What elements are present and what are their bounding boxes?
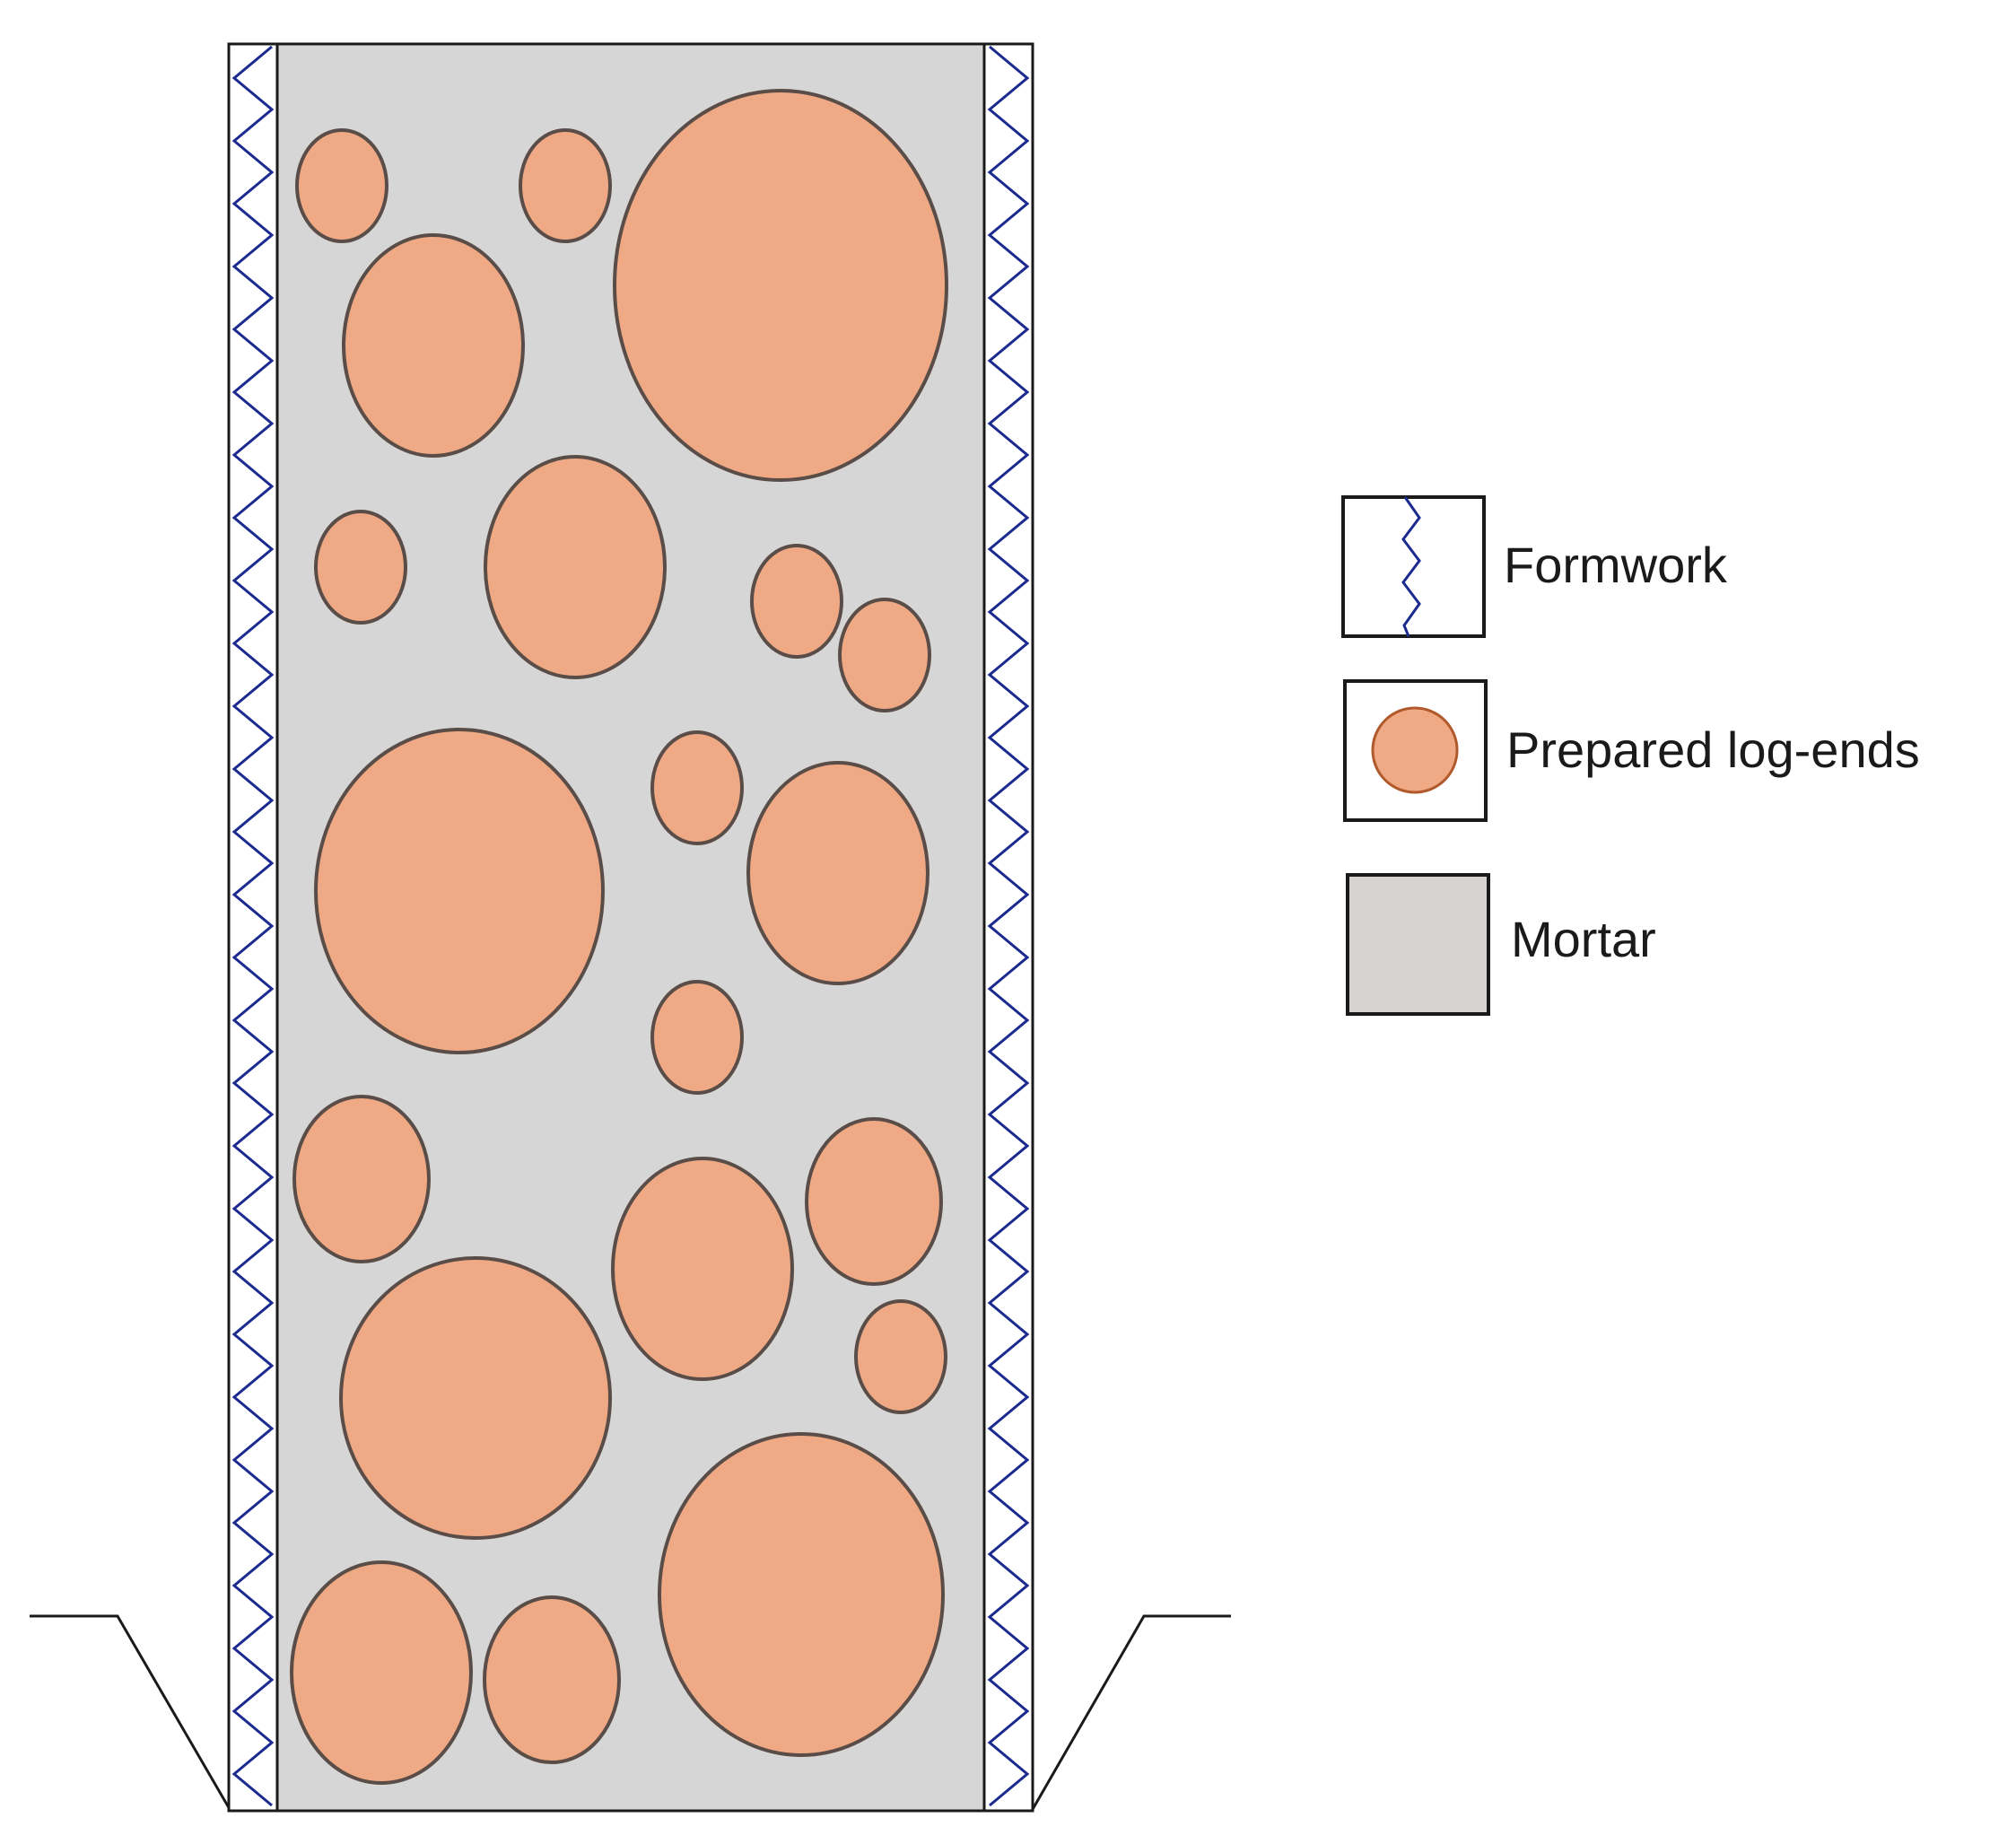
square-swatch-icon [1346, 873, 1490, 1016]
log-end-18 [290, 1560, 473, 1785]
log-end-17 [854, 1299, 947, 1414]
ground-trench [30, 1614, 1231, 1812]
log-end-6 [484, 455, 667, 679]
log-end-16 [339, 1256, 612, 1540]
legend-label-formwork: Formwork [1504, 537, 1728, 593]
ground-line-left [30, 1614, 232, 1812]
log-end-19 [483, 1595, 621, 1764]
log-end-1 [295, 128, 388, 243]
legend-item-mortar: Mortar [1346, 873, 1656, 1016]
log-end-8 [838, 598, 931, 712]
log-end-3 [613, 89, 948, 482]
zigzag-line-icon [1401, 496, 1421, 637]
log-end-5 [314, 510, 407, 625]
log-end-20 [658, 1432, 945, 1757]
formwork-right-zigzag [987, 45, 1030, 1807]
log-end-14 [805, 1117, 943, 1286]
circle-icon [1371, 706, 1459, 794]
log-end-10 [650, 730, 744, 845]
legend-item-formwork: Formwork [1341, 495, 1728, 638]
log-end-12 [650, 980, 744, 1095]
formwork-left [227, 42, 279, 1813]
legend: Formwork Prepared log-ends Mortar [1341, 495, 1920, 1016]
legend-item-log-ends: Prepared log-ends [1343, 679, 1920, 822]
log-end-7 [750, 544, 843, 659]
log-ends-group [290, 89, 948, 1785]
log-end-2 [519, 128, 612, 243]
formwork-left-zigzag [231, 45, 275, 1807]
legend-label-mortar: Mortar [1511, 911, 1656, 967]
log-end-11 [746, 761, 929, 985]
ground-line-right [1030, 1614, 1231, 1812]
formwork-right [982, 42, 1034, 1813]
log-end-9 [314, 728, 605, 1054]
log-end-4 [342, 233, 525, 458]
log-end-13 [292, 1095, 431, 1263]
legend-label-log-ends: Prepared log-ends [1506, 721, 1920, 778]
log-end-15 [611, 1157, 794, 1381]
